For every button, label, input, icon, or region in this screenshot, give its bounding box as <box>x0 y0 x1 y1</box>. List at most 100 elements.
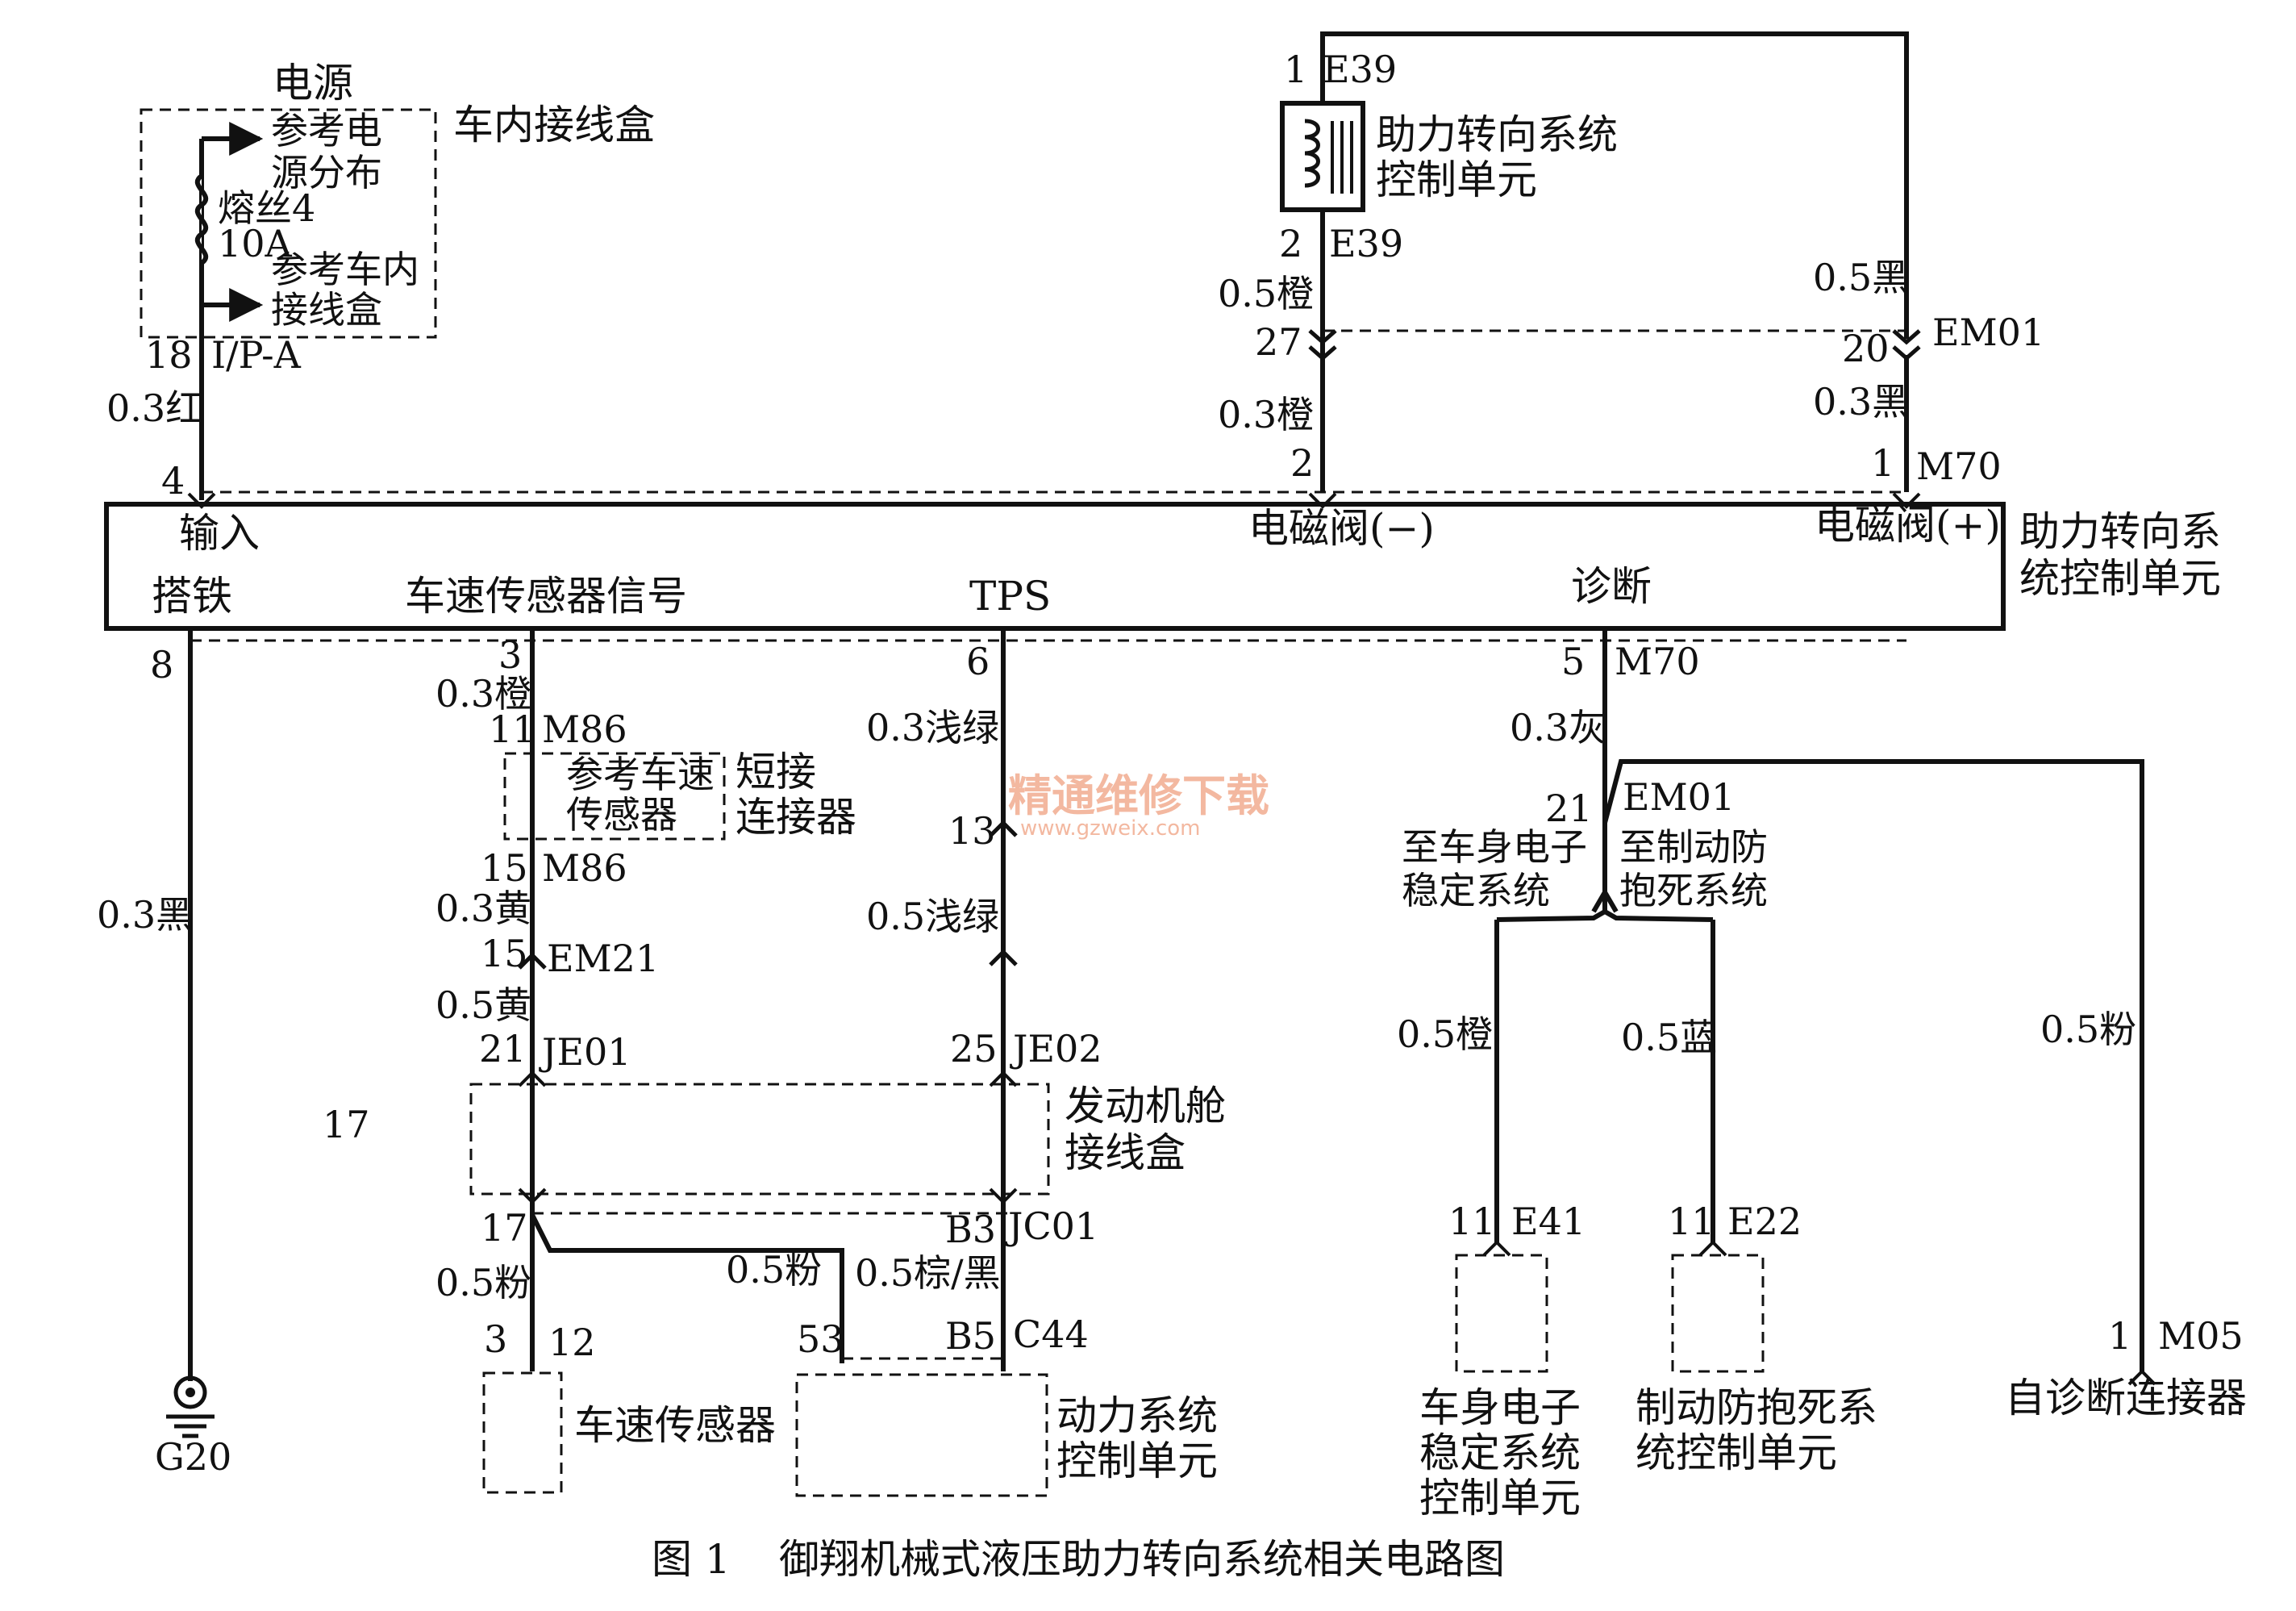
wire-tps-bottom: 0.5棕/黑 <box>855 1251 1001 1295</box>
module-diagnostic: 诊断 <box>1571 563 1652 610</box>
figure-number: 图 1 <box>652 1536 731 1583</box>
abs-line2: 统控制单元 <box>1636 1429 1837 1476</box>
wire-solenoid-plus-top: 0.5黑 <box>1813 256 1909 299</box>
wire-diag-label: 0.3灰 <box>1510 706 1606 749</box>
solenoid-label-line2: 控制单元 <box>1376 157 1537 203</box>
jc01-name: JC01 <box>1005 1204 1098 1248</box>
abs-control-module: 制动防抱死系 统控制单元 <box>1636 1254 1877 1476</box>
m70-name: M70 <box>1916 444 2002 488</box>
route-esp-line2: 稳定系统 <box>1402 869 1550 912</box>
m86-bottom-name: M86 <box>542 846 627 890</box>
module-ground: 搭铁 <box>152 573 232 620</box>
shorting-name-line1: 短接 <box>735 749 816 795</box>
shorting-connector: 参考车速 传感器 短接 连接器 <box>503 749 856 841</box>
watermark-text: 精通维修下载 <box>1008 770 1269 821</box>
module-solenoid-plus: 电磁阀(+) <box>1815 502 2001 549</box>
fuse-line2: 10A <box>218 222 293 265</box>
route-esp-line1: 至车身电子 <box>1402 825 1587 869</box>
dlc-label: 自诊断连接器 <box>2005 1375 2247 1421</box>
fuse-box: 电源 车内接线盒 参考电 源分布 熔丝4 10A 参考车内 接线盒 18 I/P… <box>140 60 655 377</box>
ground-icon <box>166 1375 215 1438</box>
shorting-ref-line1: 参考车速 <box>566 753 715 796</box>
node-17: 17 <box>323 1103 370 1146</box>
input-pin: 4 <box>161 459 185 503</box>
esp-control-module: 车身电子 稳定系统 控制单元 <box>1419 1254 1581 1521</box>
em21-pin: 15 <box>481 932 528 975</box>
wire-speed-branch: 0.5粉 <box>726 1248 822 1292</box>
vss-pin-a: 3 <box>484 1317 507 1361</box>
vss-label: 车速传感器 <box>574 1402 776 1449</box>
m70-pin-minus: 2 <box>1290 441 1314 485</box>
engine-box-line2: 接线盒 <box>1065 1129 1186 1176</box>
wire-speed-mid: 0.3黄 <box>435 887 531 930</box>
wire-solenoid-plus-bottom: 0.3黑 <box>1813 380 1909 424</box>
em01b-pin: 21 <box>1545 787 1593 830</box>
wire-speed-top: 0.3橙 <box>435 672 531 716</box>
je01-name: JE01 <box>539 1030 631 1074</box>
wire-solenoid-minus-bottom: 0.3橙 <box>1218 393 1314 436</box>
esp-line1: 车身电子 <box>1419 1384 1581 1431</box>
figure-title: 御翔机械式液压助力转向系统相关电路图 <box>779 1536 1505 1583</box>
engine-junction-box: 发动机舱 接线盒 <box>469 1083 1226 1196</box>
module-name-line2: 统控制单元 <box>2019 555 2221 602</box>
pcm-line2: 控制单元 <box>1056 1438 1218 1484</box>
m86-bottom-pin: 15 <box>481 846 528 890</box>
em01b-name: EM01 <box>1623 775 1735 819</box>
wire-esp-label: 0.5橙 <box>1397 1012 1493 1056</box>
je01-pin: 21 <box>479 1027 527 1071</box>
wire-solenoid-minus-top: 0.5橙 <box>1218 272 1314 315</box>
vss-pin-b: 12 <box>548 1321 596 1364</box>
wire-ground-label: 0.3黑 <box>97 893 193 937</box>
fuse-pin: 18 <box>145 333 193 377</box>
powertrain-control-module: 动力系统 控制单元 <box>795 1373 1218 1497</box>
module-speed-signal: 车速传感器信号 <box>405 573 687 620</box>
shorting-ref-line2: 传感器 <box>566 793 677 837</box>
pcm-pin: 53 <box>797 1317 844 1361</box>
jc01-pin: B3 <box>945 1208 996 1251</box>
module-tps: TPS <box>969 573 1051 620</box>
e41-pin: 11 <box>1448 1200 1496 1243</box>
esp-line2: 稳定系统 <box>1419 1429 1581 1476</box>
ref-power-line2: 源分布 <box>271 151 382 194</box>
fuse-box-name: 车内接线盒 <box>453 102 655 148</box>
fuse-box-title: 电源 <box>273 60 353 106</box>
e41-name: E41 <box>1511 1200 1586 1243</box>
wire-tps-mid: 0.5浅绿 <box>866 895 999 938</box>
e22-pin: 11 <box>1668 1200 1715 1243</box>
route-abs-line2: 抱死系统 <box>1619 869 1768 912</box>
abs-line1: 制动防抱死系 <box>1636 1384 1877 1431</box>
wire-speed-bottom: 0.5粉 <box>435 1261 531 1304</box>
ref-box-line2: 接线盒 <box>271 288 382 332</box>
solenoid-conn-bottom: E39 <box>1329 222 1403 265</box>
wire-dlc-label: 0.5粉 <box>2040 1008 2136 1051</box>
pin-17: 17 <box>481 1206 528 1250</box>
pcm-line1: 动力系统 <box>1056 1392 1218 1439</box>
diag-conn: M70 <box>1615 640 1700 683</box>
je02-pin: 25 <box>950 1027 998 1071</box>
module-input: 输入 <box>179 510 260 557</box>
ground-pin: 8 <box>150 643 173 687</box>
solenoid-pin-top: 1 <box>1284 48 1307 91</box>
e22-name: E22 <box>1727 1200 1802 1243</box>
route-abs-line1: 至制动防 <box>1619 825 1768 869</box>
ref-power-line1: 参考电 <box>271 109 382 152</box>
wire-tps-top: 0.3浅绿 <box>866 706 999 749</box>
fuse-connector: I/P-A <box>211 333 302 377</box>
shorting-name-line2: 连接器 <box>735 794 856 841</box>
m05-pin: 1 <box>2108 1314 2131 1358</box>
je02-name: JE02 <box>1010 1027 1102 1071</box>
vehicle-speed-sensor: 车速传感器 <box>482 1371 776 1494</box>
m70-pin-plus: 1 <box>1871 441 1894 485</box>
tps-pin: 6 <box>966 640 990 683</box>
module-name-line1: 助力转向系 <box>2019 508 2221 555</box>
engine-box-line1: 发动机舱 <box>1065 1083 1226 1129</box>
solenoid-conn-top: E39 <box>1323 48 1397 91</box>
tps13-pin: 13 <box>948 809 996 853</box>
ref-box-line1: 参考车内 <box>271 248 419 291</box>
em21-name: EM21 <box>547 937 659 980</box>
fuse-line1: 熔丝4 <box>218 186 315 230</box>
diag-pin: 5 <box>1561 640 1585 683</box>
c44-name: C44 <box>1013 1313 1089 1356</box>
speed-pin: 3 <box>498 633 522 677</box>
